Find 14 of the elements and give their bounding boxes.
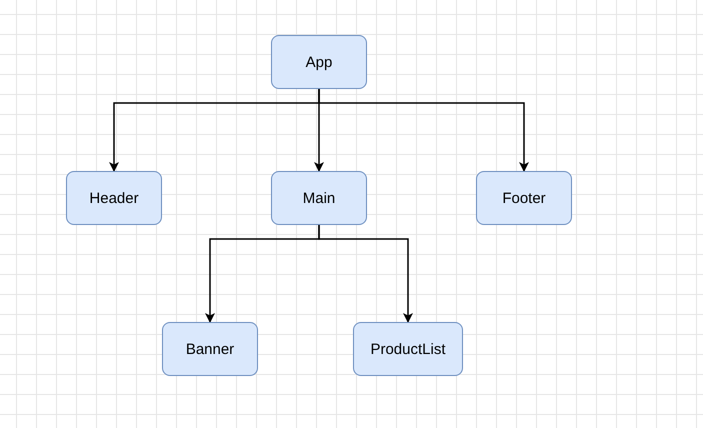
component-name: Main <box>302 190 336 206</box>
component-box <box>353 322 463 376</box>
component-name: App <box>306 54 332 70</box>
component-box <box>476 171 572 225</box>
component-box <box>162 322 258 376</box>
component-box <box>66 171 162 225</box>
component-box <box>271 171 367 225</box>
arrow <box>318 89 529 172</box>
component-name: Banner <box>186 340 234 358</box>
component-name: ProductList <box>370 340 446 358</box>
component-name: Header <box>89 190 139 206</box>
arrow <box>318 225 413 323</box>
component-box <box>271 35 367 89</box>
component-name: Footer <box>502 190 546 206</box>
